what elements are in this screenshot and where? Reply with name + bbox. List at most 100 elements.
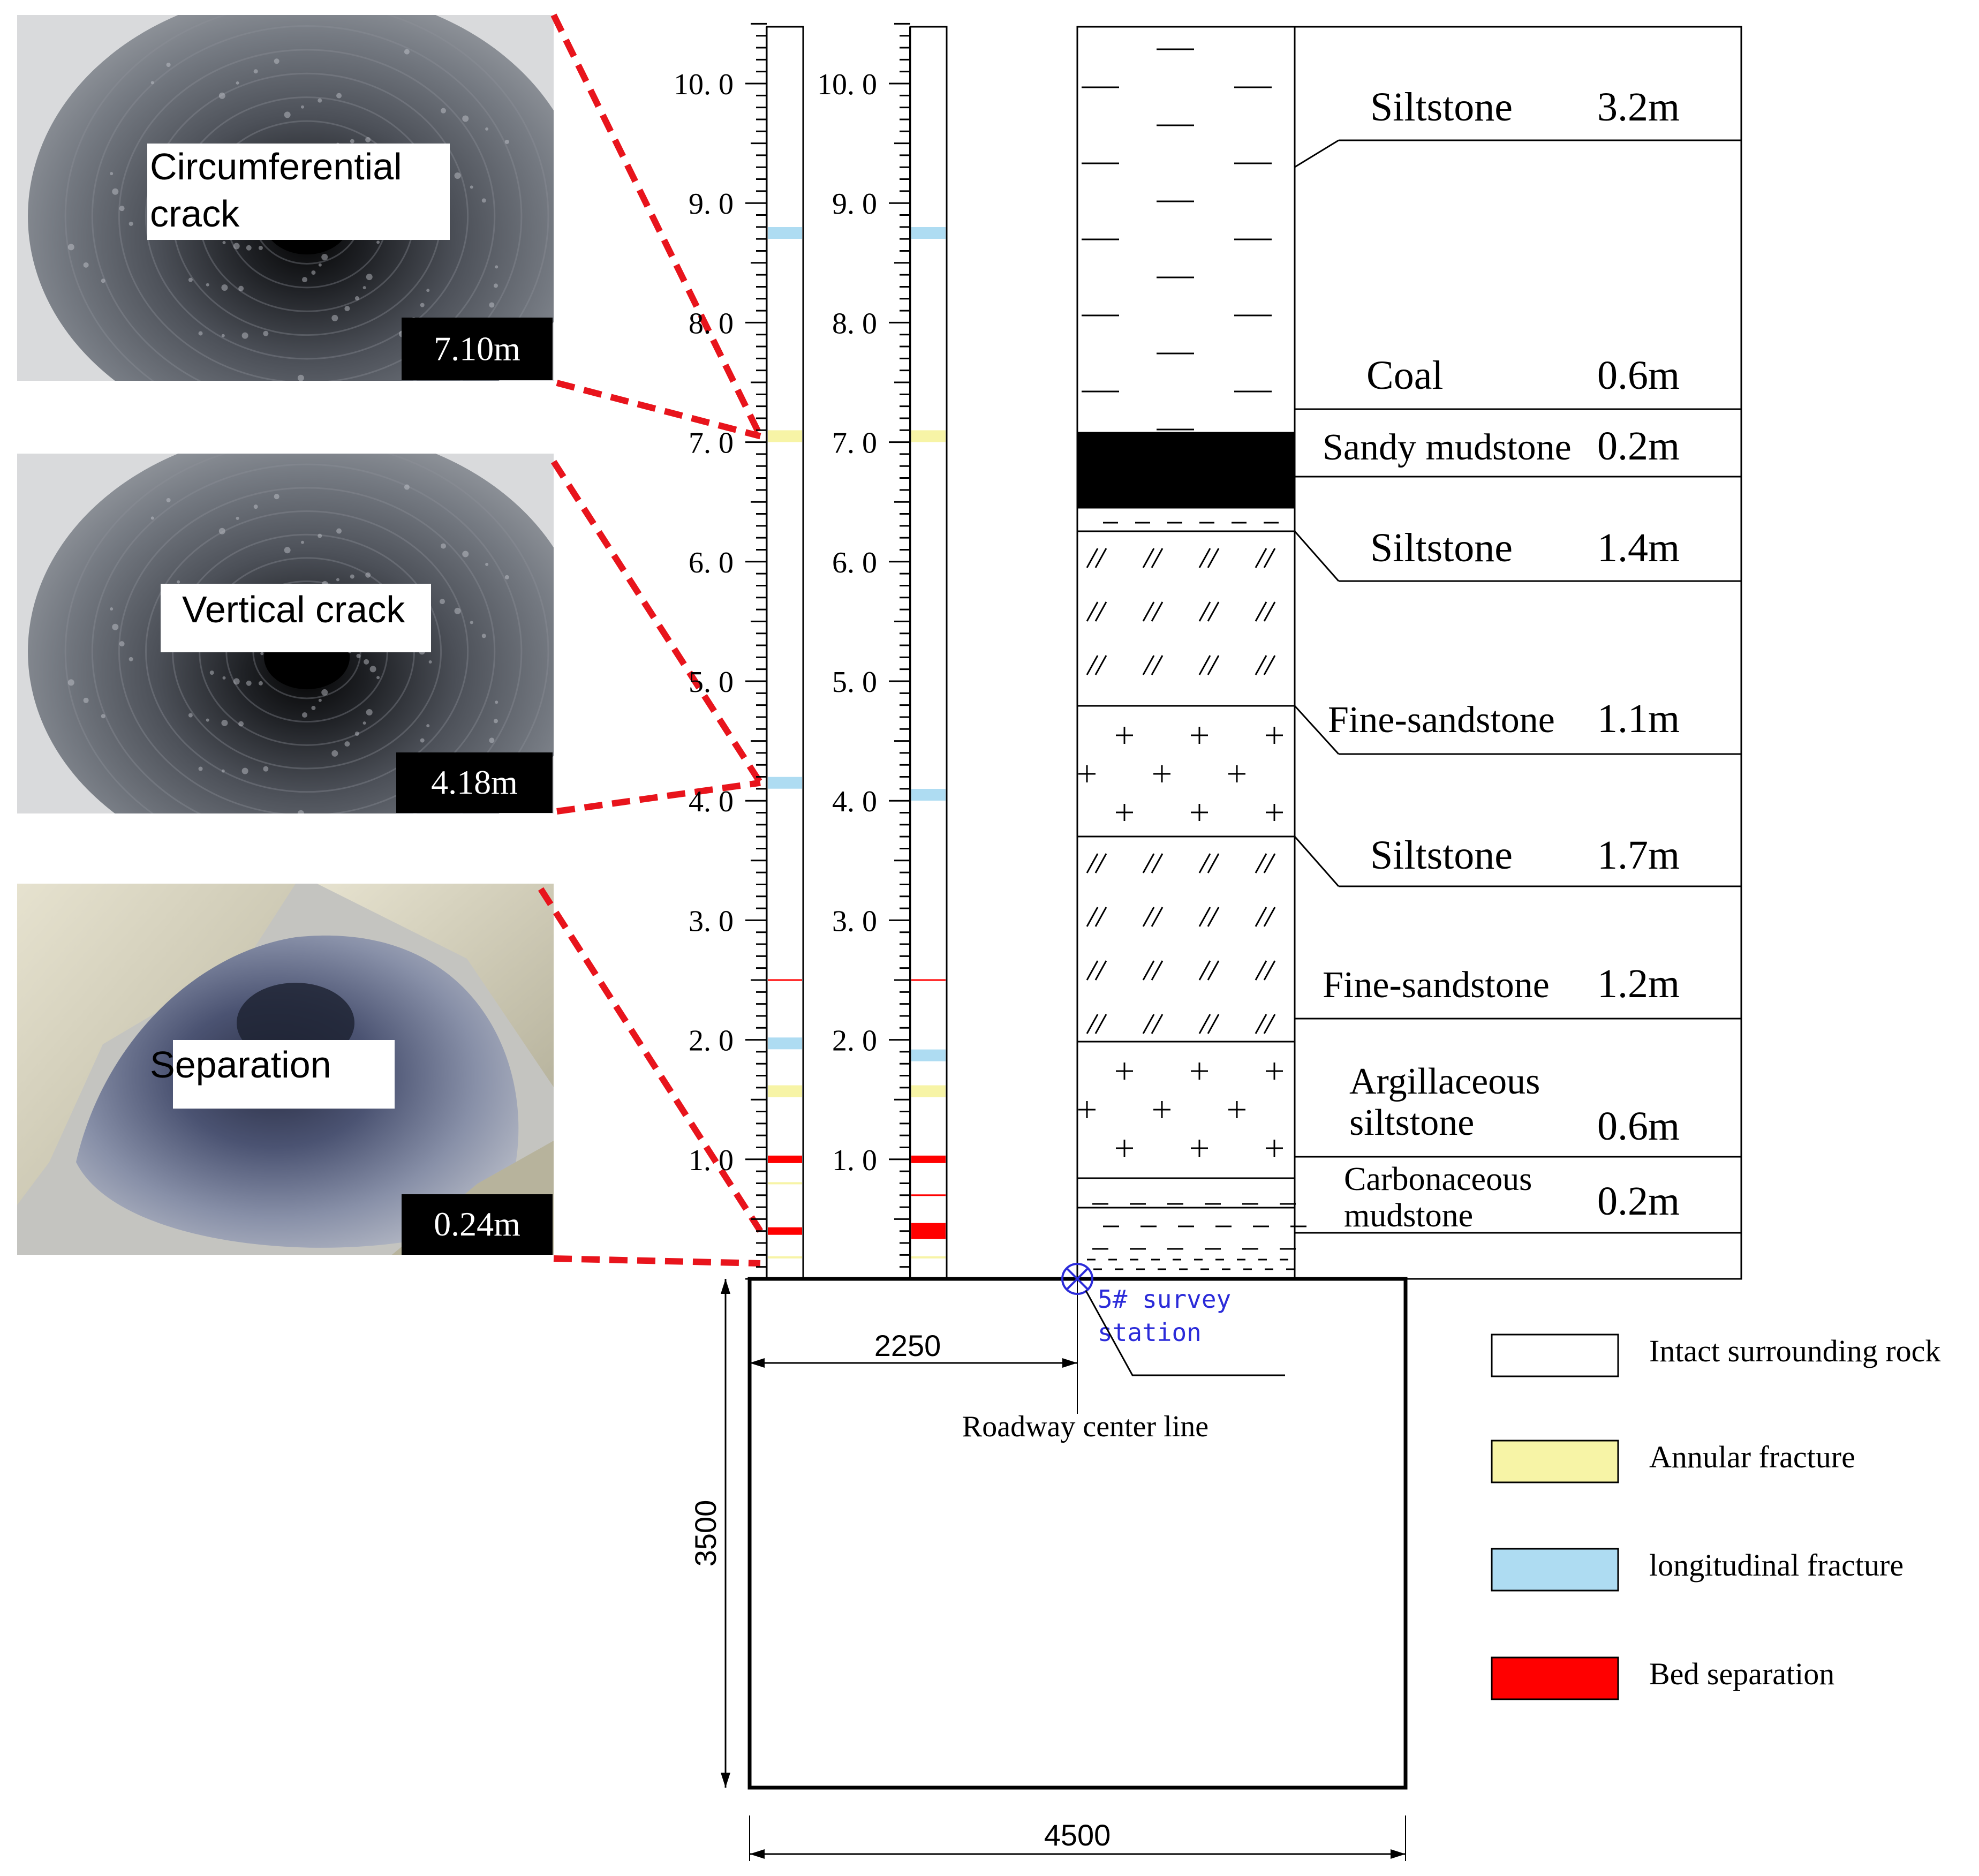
lithology-slash — [1198, 548, 1211, 568]
thin-red-marker — [911, 1194, 946, 1196]
lithology-slash — [1263, 1014, 1276, 1034]
stratum-thickness: 1.4m — [1597, 525, 1680, 570]
lithology-slash — [1255, 907, 1267, 927]
wall-speckle — [284, 547, 291, 554]
wall-speckle — [246, 245, 252, 251]
leader-line — [1294, 139, 1339, 168]
lithology-slash — [1142, 655, 1155, 675]
stratum-thickness: 0.6m — [1597, 353, 1680, 398]
wall-speckle — [336, 528, 342, 534]
photo-depth-label: 7.10m — [434, 330, 520, 368]
lithology-slash — [1263, 655, 1276, 675]
wall-speckle — [206, 718, 209, 722]
scale-tick-label: 8. 0 — [689, 307, 734, 340]
photo-depth-label: 0.24m — [434, 1205, 520, 1243]
wall-speckle — [336, 578, 339, 582]
wall-speckle — [470, 185, 473, 189]
wall-speckle — [495, 265, 498, 269]
wall-speckle — [150, 81, 154, 85]
wall-speckle — [67, 679, 74, 686]
dimension-arrow — [750, 1358, 765, 1368]
scale-tick-label: 9. 0 — [689, 187, 734, 221]
photo-depth-box — [402, 1194, 553, 1255]
scale-tick-label: 5. 0 — [832, 666, 877, 699]
scale-tick-label: 1. 0 — [689, 1144, 734, 1177]
wall-speckle — [321, 689, 328, 696]
wall-speckle — [354, 731, 359, 736]
wall-speckle — [495, 700, 498, 704]
scale-tick-label: 3. 0 — [832, 905, 877, 938]
scale-tick-label: 6. 0 — [689, 546, 734, 579]
scale-tick-label: 8. 0 — [832, 307, 877, 340]
wall-ring — [145, 510, 469, 793]
lithology-slash — [1142, 601, 1155, 622]
wall-ring — [118, 487, 496, 813]
lithology-slash — [1263, 853, 1276, 873]
wall-speckle — [246, 680, 252, 686]
wall-speckle — [311, 705, 316, 710]
wall-speckle — [420, 303, 425, 307]
wall-speckle — [485, 127, 489, 131]
lithology-slash — [1263, 601, 1276, 622]
lithology-slash — [1151, 960, 1164, 981]
separation-thick-marker — [911, 1223, 946, 1239]
scale-tick-label: 7. 0 — [689, 427, 734, 460]
lithology-slash — [1094, 853, 1107, 873]
wall-speckle — [188, 713, 193, 718]
scale-tick-label: 5. 0 — [689, 666, 734, 699]
coal-seam — [1077, 433, 1295, 508]
legend-label: Annular fracture — [1649, 1440, 1855, 1474]
lithology-slash — [1255, 601, 1267, 622]
lithology-slash — [1142, 548, 1155, 568]
wall-speckle — [217, 819, 222, 824]
legend-item: Bed separation — [1491, 1656, 1834, 1700]
legend-item: longitudinal fracture — [1491, 1548, 1904, 1592]
lithology-slash — [1151, 853, 1164, 873]
wall-speckle — [222, 240, 226, 244]
stratum-name: Fine-sandstone — [1323, 965, 1550, 1006]
scale-tick-label: 6. 0 — [832, 546, 877, 579]
wall-speckle — [198, 766, 203, 771]
stratum-thickness: 0.2m — [1597, 424, 1680, 469]
wall-speckle — [364, 659, 369, 665]
stratum-thickness: 1.7m — [1597, 833, 1680, 878]
lithology-slash — [1207, 655, 1220, 675]
lithology-slash — [1094, 907, 1107, 927]
wall-speckle — [297, 374, 304, 381]
wall-speckle — [318, 263, 322, 267]
lithology-slash — [1198, 655, 1211, 675]
wall-speckle — [221, 284, 228, 291]
lithology-slash — [1094, 548, 1107, 568]
lithology-slash — [1086, 655, 1099, 675]
wall-speckle — [489, 302, 495, 308]
center-line-label: Roadway center line — [962, 1410, 1208, 1443]
scale-tick-label: 9. 0 — [832, 187, 877, 221]
legend-swatch — [1491, 1333, 1619, 1377]
wall-speckle — [362, 721, 366, 725]
legend-item: Annular fracture — [1491, 1440, 1855, 1483]
photo-caption: Separation — [150, 1044, 331, 1086]
dashed-connector — [538, 887, 764, 1233]
wall-speckle — [177, 580, 180, 584]
wall-speckle — [209, 670, 214, 675]
wall-speckle — [426, 724, 430, 728]
wall-speckle — [300, 105, 304, 109]
wall-speckle — [344, 306, 350, 312]
wall-speckle — [485, 562, 489, 566]
lithology-slash — [1151, 907, 1164, 927]
wall-speckle — [489, 737, 495, 743]
wall-speckle — [354, 296, 359, 301]
lithology-slash — [1198, 853, 1211, 873]
stratum-thickness: 1.2m — [1597, 961, 1680, 1006]
dimension-arrow — [721, 1773, 730, 1788]
lithology-slash — [1255, 548, 1267, 568]
wall-speckle — [362, 286, 366, 290]
thin-yellow-marker — [768, 1256, 802, 1259]
survey-station-icon — [1061, 1263, 1093, 1295]
lithology-slash — [1207, 960, 1220, 981]
wall-speckle — [83, 262, 89, 268]
wall-speckle — [331, 314, 338, 321]
